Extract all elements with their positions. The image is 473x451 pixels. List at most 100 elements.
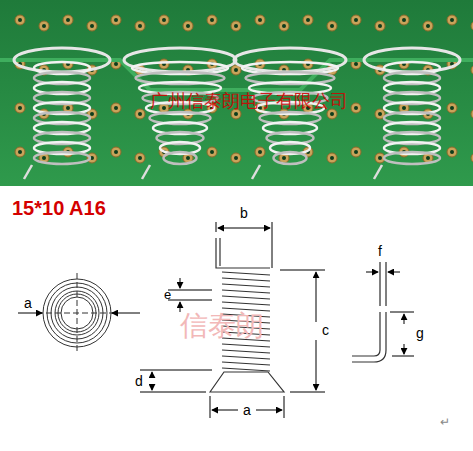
coil-winding bbox=[222, 272, 270, 275]
dimension-letter: b bbox=[240, 206, 248, 220]
pcb-hole bbox=[354, 106, 358, 110]
pcb-pad bbox=[159, 15, 169, 25]
pcb-hole bbox=[162, 18, 166, 22]
pcb-pad bbox=[207, 147, 217, 157]
pcb-hole bbox=[90, 112, 94, 116]
dimension-letter: f bbox=[378, 244, 382, 258]
dimension-letter: a bbox=[24, 296, 32, 310]
spring-top bbox=[364, 48, 460, 72]
pcb-hole bbox=[186, 24, 190, 28]
return-mark: ↵ bbox=[440, 416, 450, 428]
coil-winding bbox=[222, 350, 270, 353]
pcb-pad bbox=[255, 15, 265, 25]
pcb-hole bbox=[90, 24, 94, 28]
pcb-pad bbox=[111, 103, 121, 113]
pcb-hole bbox=[330, 156, 334, 160]
spring-lead bbox=[374, 165, 382, 179]
pcb-pad bbox=[63, 15, 73, 25]
pcb-hole bbox=[18, 106, 22, 110]
pcb-pad bbox=[447, 103, 457, 113]
watermark: 信泰朗 bbox=[180, 312, 264, 340]
dimension-letter: d bbox=[135, 374, 143, 388]
coil-winding bbox=[222, 278, 270, 281]
top-view bbox=[37, 273, 117, 353]
pcb-hole bbox=[42, 156, 46, 160]
pcb-hole bbox=[426, 24, 430, 28]
pcb-pad bbox=[279, 21, 289, 31]
pcb-pad bbox=[111, 147, 121, 157]
pcb-hole bbox=[330, 24, 334, 28]
pcb-hole bbox=[402, 106, 406, 110]
pcb-hole bbox=[66, 18, 70, 22]
pcb-hole bbox=[258, 150, 262, 154]
pcb-pad bbox=[255, 147, 265, 157]
pcb-pad bbox=[231, 21, 241, 31]
dimension-letter: e bbox=[164, 288, 171, 301]
pcb-hole bbox=[114, 18, 118, 22]
pcb-hole bbox=[138, 24, 142, 28]
pcb-pad bbox=[327, 153, 337, 163]
pcb-hole bbox=[210, 18, 214, 22]
pcb-hole bbox=[282, 24, 286, 28]
pcb-pad bbox=[447, 15, 457, 25]
pcb-pad bbox=[183, 21, 193, 31]
pcb-pad bbox=[327, 109, 337, 119]
coil-winding bbox=[222, 362, 270, 365]
coil-winding bbox=[222, 302, 270, 305]
pcb-hole bbox=[378, 24, 382, 28]
dimension-letter: a bbox=[243, 403, 251, 417]
pcb-hole bbox=[234, 156, 238, 160]
pcb-pad bbox=[399, 15, 409, 25]
spring-top bbox=[124, 48, 236, 72]
pcb-pad bbox=[87, 21, 97, 31]
pcb-hole bbox=[186, 156, 190, 160]
pcb-hole bbox=[450, 150, 454, 154]
pcb-pad bbox=[111, 15, 121, 25]
pcb-pad bbox=[471, 153, 473, 163]
spring-lead bbox=[142, 165, 150, 179]
pcb-pad bbox=[327, 21, 337, 31]
pcb-pad bbox=[135, 153, 145, 163]
pcb-pad bbox=[423, 21, 433, 31]
pcb-hole bbox=[114, 150, 118, 154]
pcb-hole bbox=[378, 156, 382, 160]
pcb-pad bbox=[471, 109, 473, 119]
spring-lead bbox=[252, 165, 260, 179]
pcb-hole bbox=[234, 68, 238, 72]
pcb-pad bbox=[351, 103, 361, 113]
pcb-hole bbox=[450, 18, 454, 22]
watermark: 广州信泰朗电子有限公司 bbox=[150, 92, 348, 110]
pcb-hole bbox=[42, 24, 46, 28]
coil-winding bbox=[222, 344, 270, 347]
pcb-pad bbox=[375, 21, 385, 31]
spring-coil bbox=[274, 152, 307, 164]
pcb-pad bbox=[231, 109, 241, 119]
spring-top bbox=[234, 48, 346, 72]
pcb-hole bbox=[258, 18, 262, 22]
pcb-hole bbox=[402, 18, 406, 22]
pcb-hole bbox=[426, 156, 430, 160]
pcb-pad bbox=[15, 15, 25, 25]
pcb-photo bbox=[0, 0, 473, 186]
pcb-pad bbox=[135, 21, 145, 31]
spring-coil bbox=[164, 152, 197, 164]
coil-winding bbox=[222, 356, 270, 359]
pcb-hole bbox=[282, 156, 286, 160]
coil-winding bbox=[222, 296, 270, 299]
pcb-hole bbox=[306, 18, 310, 22]
pcb-hole bbox=[114, 62, 118, 66]
pcb-pad bbox=[303, 15, 313, 25]
coil-winding bbox=[222, 308, 270, 311]
pcb-hole bbox=[138, 112, 142, 116]
pcb-pad bbox=[159, 59, 169, 69]
spring-top bbox=[14, 48, 110, 72]
pcb-hole bbox=[18, 150, 22, 154]
pcb-pad bbox=[303, 59, 313, 69]
pcb-hole bbox=[354, 62, 358, 66]
pcb-hole bbox=[234, 112, 238, 116]
pcb-pad bbox=[39, 21, 49, 31]
spring-coil bbox=[384, 152, 440, 164]
pcb-pad bbox=[15, 103, 25, 113]
pcb-hole bbox=[18, 18, 22, 22]
